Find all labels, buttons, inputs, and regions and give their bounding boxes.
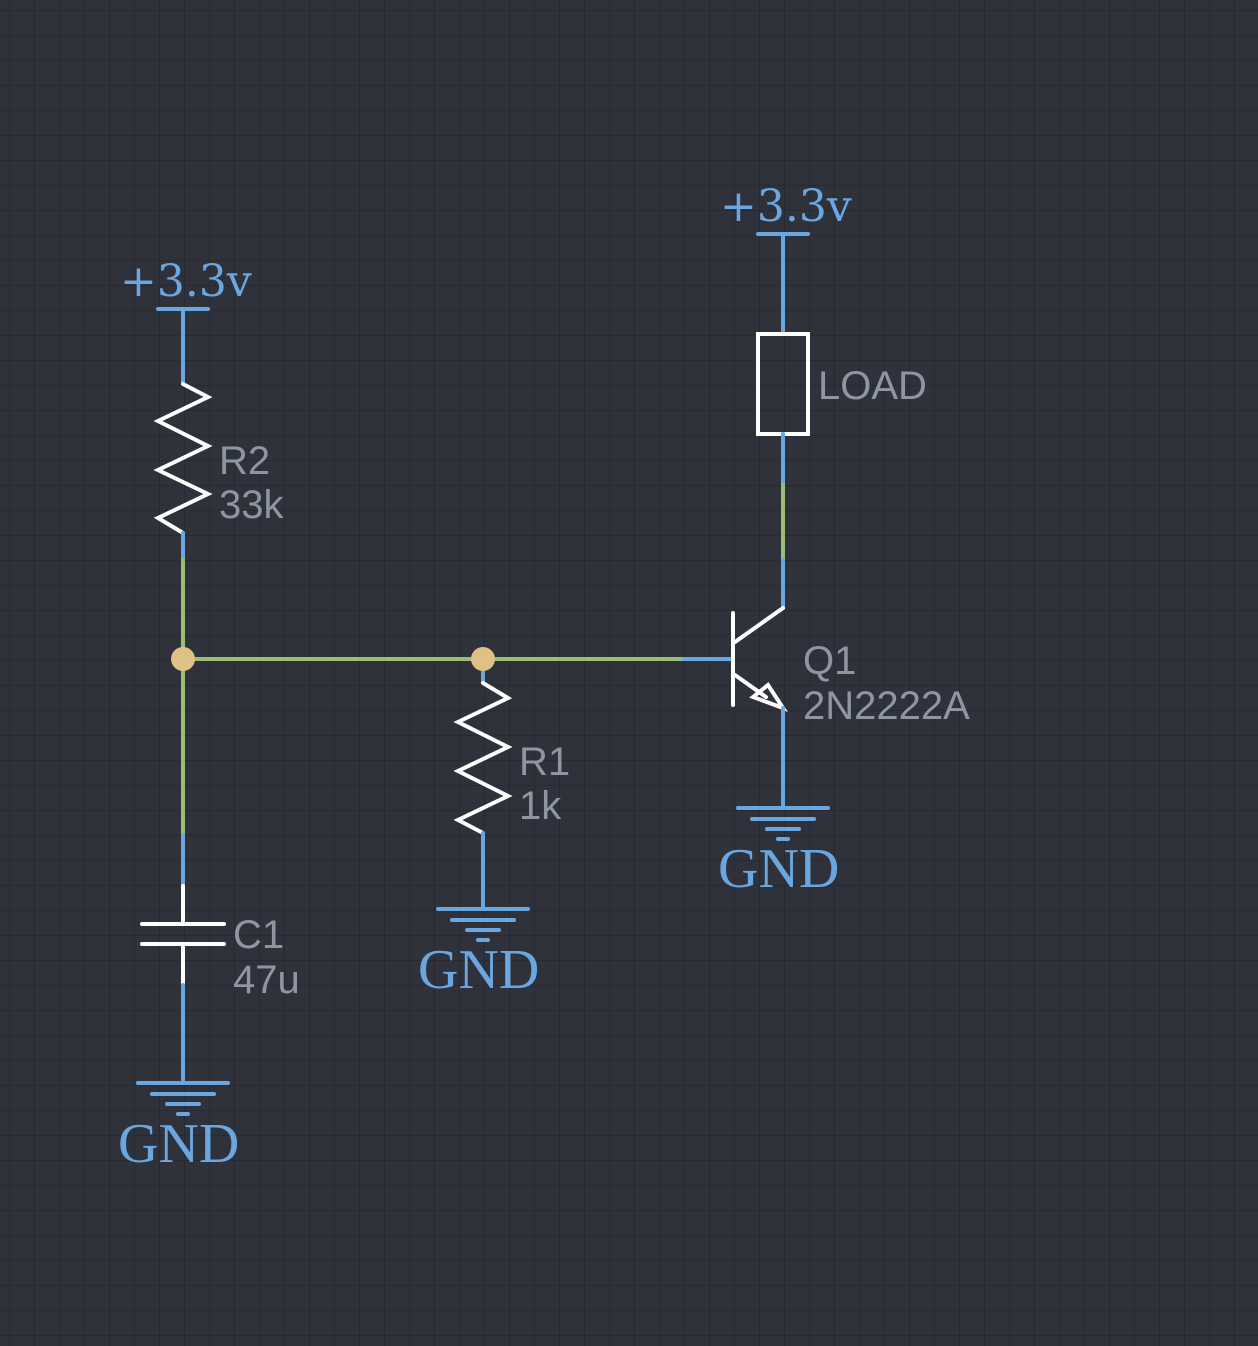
gnd-label-q1: GND (718, 838, 839, 900)
q1-ref-label: Q1 (803, 639, 856, 683)
resistor-r1[interactable]: R1 1k (453, 681, 570, 835)
transistor-q1[interactable]: Q1 2N2222A (731, 606, 970, 728)
load-component[interactable]: LOAD (756, 332, 927, 436)
power-symbol-right[interactable]: +3.3v (720, 181, 852, 236)
power-label-right: +3.3v (720, 181, 852, 232)
r2-value-label: 33k (219, 483, 284, 527)
gnd-label-r1: GND (418, 939, 539, 1001)
q1-emitter-arrow-icon (748, 682, 788, 712)
c1-value-label: 47u (233, 958, 300, 1002)
gnd-label-c1: GND (118, 1113, 239, 1175)
r2-ref-label: R2 (219, 439, 270, 483)
resistor-r1-body (453, 681, 513, 835)
resistor-r2-body (153, 382, 213, 535)
c1-ref-label: C1 (233, 913, 284, 957)
junction-dot-left[interactable] (171, 647, 195, 671)
power-symbol-left[interactable]: +3.3v (120, 256, 252, 311)
r1-ref-label: R1 (519, 740, 570, 784)
junction-dot-r1[interactable] (471, 647, 495, 671)
ground-symbol-r1[interactable]: GND (418, 907, 539, 1001)
q1-emitter-lead (733, 673, 768, 699)
r1-value-label: 1k (519, 784, 562, 828)
power-label-left: +3.3v (120, 256, 252, 307)
ground-symbol-q1[interactable]: GND (718, 806, 839, 900)
q1-value-label: 2N2222A (803, 684, 970, 728)
resistor-r2[interactable]: R2 33k (153, 382, 284, 535)
capacitor-c1[interactable]: C1 47u (140, 884, 300, 1002)
q1-collector-lead (733, 606, 785, 644)
ground-symbol-c1[interactable]: GND (118, 1081, 239, 1175)
load-body (756, 332, 810, 436)
load-label: LOAD (818, 364, 927, 408)
